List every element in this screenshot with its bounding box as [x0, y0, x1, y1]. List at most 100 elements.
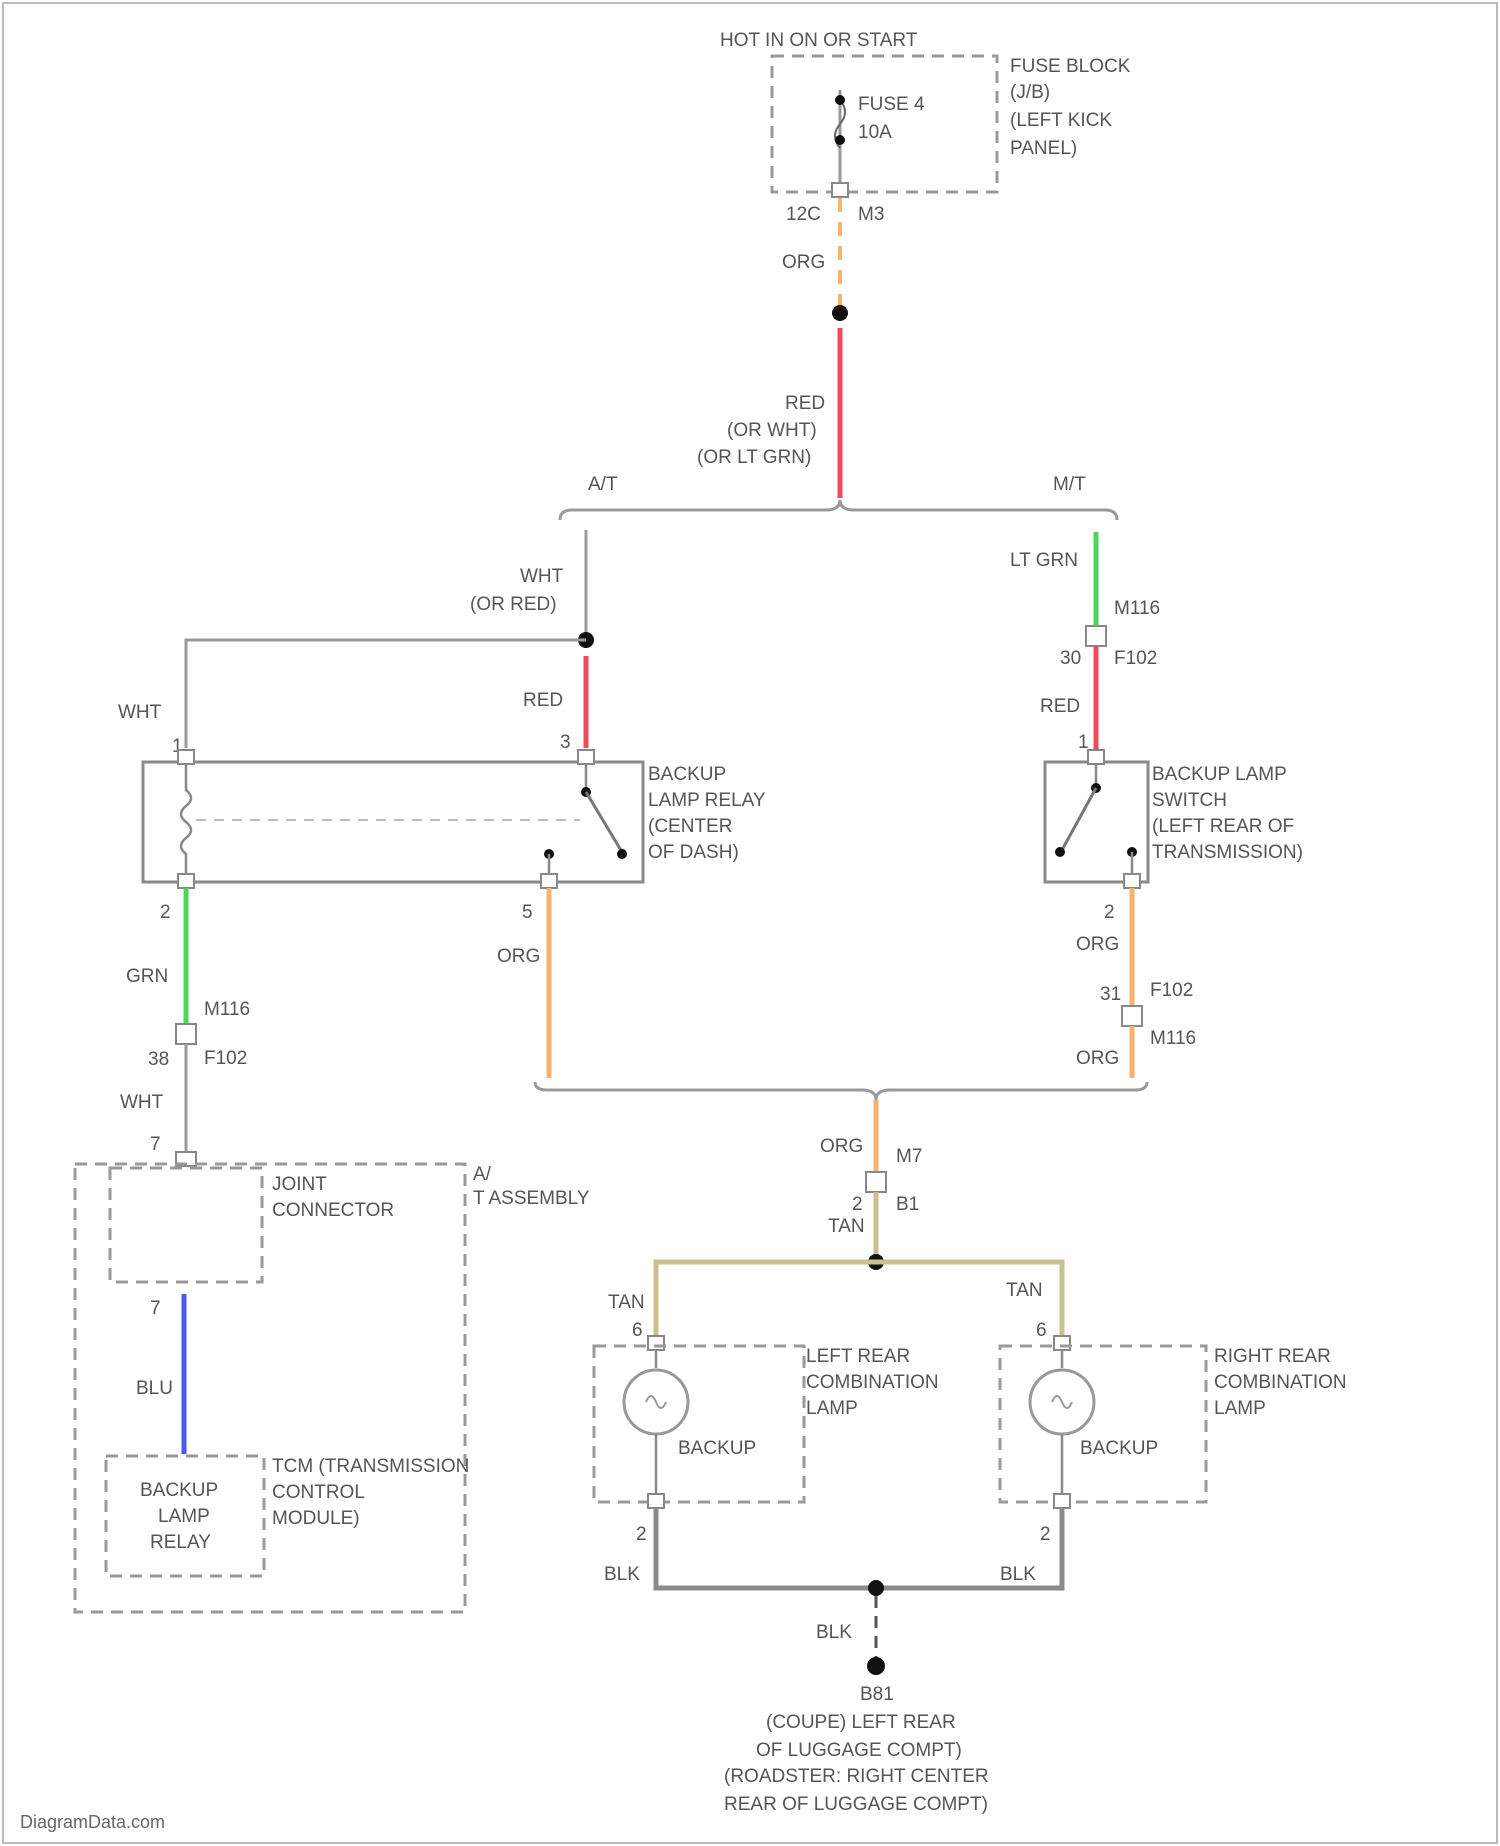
splice-blk — [868, 1580, 884, 1596]
wire-label-org-junction: ORG — [820, 1136, 863, 1157]
wire-label-red: RED — [785, 393, 825, 414]
switch-label-3: (LEFT REAR OF — [1152, 816, 1294, 837]
left-lamp-pin-bottom: 2 — [636, 1524, 647, 1545]
tcm-label-1: TCM (TRANSMISSION — [272, 1456, 469, 1477]
switch-arm — [1062, 788, 1096, 850]
fuse-block-location-3: (LEFT KICK — [1010, 110, 1112, 131]
right-lamp-filament — [1052, 1396, 1072, 1408]
connector-label-f102-left: F102 — [204, 1048, 247, 1069]
fuse-pin: 12C — [786, 204, 821, 225]
junction-pin: 2 — [852, 1194, 863, 1215]
at-assembly-label-1: A/ — [473, 1164, 492, 1185]
wire-label-org-switch-1: ORG — [1076, 934, 1119, 955]
branch-label-mt: M/T — [1053, 474, 1086, 495]
watermark: DiagramData.com — [20, 1812, 165, 1832]
wire-label-blu: BLU — [136, 1378, 173, 1399]
relay-contact-arm — [586, 792, 622, 852]
connector-label-f102-right: F102 — [1114, 648, 1157, 669]
tcm-relay-label-1: BACKUP — [140, 1480, 218, 1501]
connector-m7 — [866, 1172, 886, 1192]
ground-location-1: (COUPE) LEFT REAR — [766, 1712, 956, 1733]
branch-brace-bottom — [535, 1082, 1147, 1100]
pin-38: 38 — [148, 1049, 169, 1070]
right-lamp-label-2: COMBINATION — [1214, 1372, 1347, 1393]
relay-label-4: OF DASH) — [648, 842, 739, 863]
right-lamp-pin-top: 6 — [1036, 1320, 1047, 1341]
ground-id: B81 — [860, 1684, 894, 1705]
wire-label-tan-main: TAN — [828, 1216, 865, 1237]
joint-pin-bottom: 7 — [150, 1298, 161, 1319]
splice-top — [832, 305, 848, 321]
right-lamp-term-top — [1054, 1336, 1070, 1350]
ground-location-2: OF LUGGAGE COMPT) — [756, 1740, 962, 1761]
ground-location-4: REAR OF LUGGAGE COMPT) — [724, 1794, 988, 1815]
relay-label-3: (CENTER — [648, 816, 732, 837]
power-source-label: HOT IN ON OR START — [720, 30, 918, 51]
relay-pin-5: 5 — [522, 902, 533, 923]
wire-label-red-switch: RED — [1040, 696, 1080, 717]
right-lamp-caption: BACKUP — [1080, 1438, 1158, 1459]
page-frame — [3, 3, 1497, 1843]
relay-term-2 — [178, 874, 194, 888]
right-lamp-box — [1000, 1346, 1206, 1502]
right-lamp-pin-bottom: 2 — [1040, 1524, 1051, 1545]
wire-label-org-top: ORG — [782, 252, 825, 273]
at-assembly-box — [75, 1164, 465, 1612]
wire-label-org-relay: ORG — [497, 946, 540, 967]
wire-label-wht-left: WHT — [118, 702, 162, 723]
right-lamp-label-1: RIGHT REAR — [1214, 1346, 1331, 1367]
branch-label-at: A/T — [588, 474, 618, 495]
backup-lamp-relay-box — [143, 762, 643, 882]
fuse-rating: 10A — [858, 122, 892, 143]
ground-icon — [867, 1657, 885, 1675]
switch-term-2 — [1124, 874, 1140, 888]
wire-label-or-red: (OR RED) — [470, 594, 557, 615]
connector-label-m116-switch: M116 — [1150, 1028, 1196, 1049]
left-lamp-term-top — [648, 1336, 664, 1350]
relay-label-2: LAMP RELAY — [648, 790, 766, 811]
wire-label-org-switch-2: ORG — [1076, 1048, 1119, 1069]
switch-pin-in: 1 — [1078, 732, 1089, 753]
wire-label-red-alt1: (OR WHT) — [727, 420, 817, 441]
left-lamp-box — [594, 1346, 804, 1502]
at-assembly-label-2: T ASSEMBLY — [473, 1188, 590, 1209]
fuse-connector: M3 — [858, 204, 884, 225]
left-lamp-label-2: COMBINATION — [806, 1372, 939, 1393]
relay-label-1: BACKUP — [648, 764, 726, 785]
relay-contact-end — [617, 849, 627, 859]
left-lamp-term-bottom — [648, 1494, 664, 1508]
relay-coil — [181, 764, 191, 874]
switch-label-1: BACKUP LAMP — [1152, 764, 1287, 785]
switch-f102-pin: 31 — [1100, 984, 1121, 1005]
wire-label-wht-lower: WHT — [120, 1092, 164, 1113]
pin-30: 30 — [1060, 648, 1081, 669]
wire-label-blk-ground: BLK — [816, 1622, 852, 1643]
fuse-block-location-2: (J/B) — [1010, 82, 1050, 103]
wire-label-tan-right: TAN — [1006, 1280, 1043, 1301]
wire-label-red-relay: RED — [523, 690, 563, 711]
right-lamp-term-bottom — [1054, 1494, 1070, 1508]
joint-connector-box — [110, 1168, 262, 1282]
connector-m116-left — [176, 1024, 196, 1044]
connector-label-b1: B1 — [896, 1194, 919, 1215]
joint-pin-top: 7 — [150, 1134, 161, 1155]
connector-label-m116-right: M116 — [1114, 598, 1160, 619]
connector-f102-switch — [1122, 1006, 1142, 1026]
fuse-dot-top — [835, 95, 845, 105]
left-lamp-filament — [646, 1396, 666, 1408]
left-lamp-pin-top: 6 — [632, 1320, 643, 1341]
joint-connector-label-2: CONNECTOR — [272, 1200, 394, 1221]
wire-label-wht: WHT — [520, 566, 564, 587]
tcm-label-3: MODULE) — [272, 1508, 360, 1529]
switch-contact-arm-end — [1055, 847, 1065, 857]
fuse-dot-bottom — [835, 135, 845, 145]
fuse-label: FUSE 4 — [858, 94, 925, 115]
relay-term-1 — [178, 750, 194, 764]
wire-label-blk-right: BLK — [1000, 1564, 1036, 1585]
left-lamp-label-1: LEFT REAR — [806, 1346, 910, 1367]
fuse-block-location-4: PANEL) — [1010, 138, 1077, 159]
relay-pin-3: 3 — [560, 732, 571, 753]
connector-m116-right — [1086, 626, 1106, 646]
ground-location-3: (ROADSTER: RIGHT CENTER — [724, 1766, 989, 1787]
right-lamp-label-3: LAMP — [1214, 1398, 1266, 1419]
